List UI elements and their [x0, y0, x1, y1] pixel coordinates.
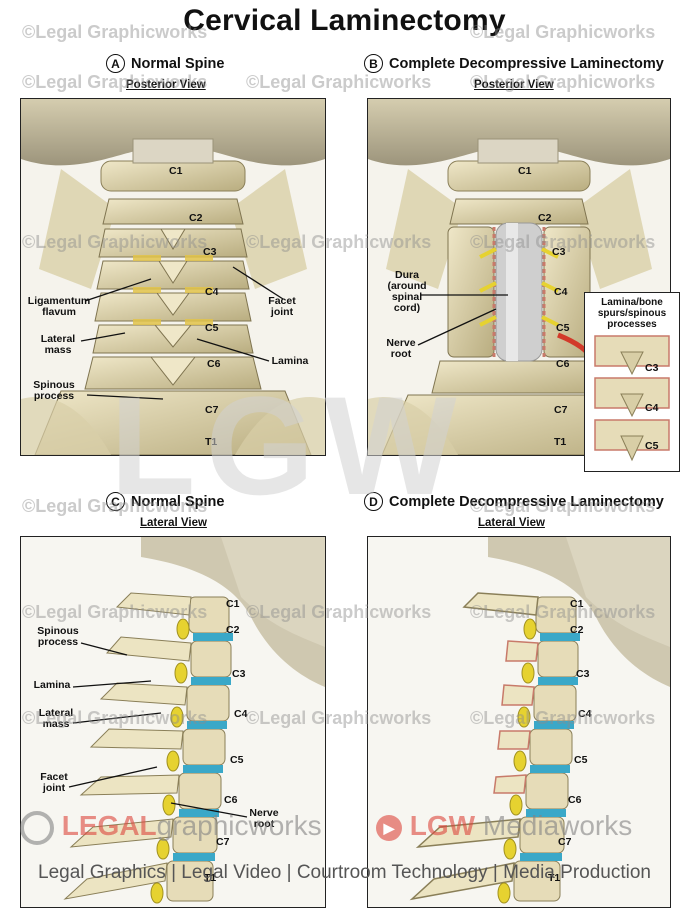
watermark-9: ©Legal Graphicworks [22, 496, 208, 516]
vertebra-label-d-c3: C3 [576, 668, 590, 680]
vertebra-label-a-c7: C7 [205, 404, 219, 416]
vertebra-label-c-c4: C4 [234, 708, 248, 720]
panel-c-view: Lateral View [140, 517, 207, 529]
vertebra-label-c-c2: C2 [226, 624, 240, 636]
removed-laminae-illustration [594, 335, 670, 462]
inset-label-c3: C3 [645, 362, 659, 374]
watermark-4: ©Legal Graphicworks [246, 72, 432, 92]
watermark-8: ©Legal Graphicworks [470, 232, 656, 252]
big-watermark: LGW [110, 367, 467, 524]
vertebra-label-b-c3: C3 [552, 246, 566, 258]
logo-mediaworks-text: Mediaworks [482, 810, 633, 841]
vertebra-label-b-c2: C2 [538, 212, 552, 224]
watermark-10: ©Legal Graphicworks [470, 496, 656, 516]
footer-text: Legal Graphics | Legal Video | Courtroom… [38, 862, 651, 883]
panel-d-illustration [367, 536, 671, 908]
label-nerve-root-b: Nerve root [386, 337, 416, 360]
vertebra-label-c-c1: C1 [226, 598, 240, 610]
vertebra-label-c-c3: C3 [232, 668, 246, 680]
watermark-2: ©Legal Graphicworks [470, 22, 656, 42]
vertebra-label-d-c6: C6 [568, 794, 582, 806]
vertebra-label-b-t1: T1 [554, 436, 567, 448]
label-lateral-mass-c: Lateral mass [38, 707, 74, 730]
vertebra-label-b-c1: C1 [518, 165, 532, 177]
watermark-12: ©Legal Graphicworks [246, 602, 432, 622]
vertebra-label-d-c7: C7 [558, 836, 572, 848]
panel-c-heading: C Normal Spine [106, 492, 224, 511]
watermark-15: ©Legal Graphicworks [246, 708, 432, 728]
vertebra-label-d-c5: C5 [574, 754, 588, 766]
panel-c-title: Normal Spine [131, 493, 225, 510]
vertebra-label-a-c1: C1 [169, 165, 183, 177]
play-icon: ▶ [376, 814, 402, 841]
vertebra-label-c-c6: C6 [224, 794, 238, 806]
panel-c-illustration [20, 536, 326, 908]
panel-a-view: Posterior View [126, 79, 206, 91]
vertebra-label-a-t1: T1 [205, 436, 218, 448]
vertebra-label-b-c4: C4 [554, 286, 568, 298]
vertebra-label-b-c6: C6 [556, 358, 570, 370]
logo-graphicworks-text: graphicworks [156, 810, 322, 841]
watermark-1: ©Legal Graphicworks [22, 22, 208, 42]
panel-b-heading: B Complete Decompressive Laminectomy [364, 54, 664, 73]
label-nerve-root-c: Nerve root [249, 807, 279, 830]
panel-b-letter: B [364, 54, 383, 73]
lateral-spine-illustration [21, 537, 325, 907]
posterior-spine-illustration [21, 99, 325, 455]
vertebra-label-a-c6: C6 [207, 358, 221, 370]
watermark-6: ©Legal Graphicworks [22, 232, 208, 252]
panel-b-title: Complete Decompressive Laminectomy [389, 55, 664, 72]
panel-a-illustration [20, 98, 326, 456]
inset-title: Lamina/bone spurs/spinous processes [597, 297, 667, 330]
vertebra-label-d-c4: C4 [578, 708, 592, 720]
panel-d-view: Lateral View [478, 517, 545, 529]
vertebra-label-c-c5: C5 [230, 754, 244, 766]
vertebra-label-b-c7: C7 [554, 404, 568, 416]
label-facet-joint-c: Facet joint [40, 771, 68, 794]
vertebra-label-d-t1: T1 [548, 872, 561, 884]
removed-bone-inset: Lamina/bone spurs/spinous processes [584, 292, 680, 472]
logo-lgw-text: LGW [409, 810, 476, 841]
watermark-7: ©Legal Graphicworks [246, 232, 432, 252]
panel-a-letter: A [106, 54, 125, 73]
label-lamina-c: Lamina [33, 679, 71, 691]
label-ligamentum-flavum: Ligamentum flavum [27, 295, 91, 318]
label-lateral-mass-a: Lateral mass [40, 333, 76, 356]
vertebra-label-a-c5: C5 [205, 322, 219, 334]
laminectomy-lateral-illustration [368, 537, 670, 907]
inset-label-c5: C5 [645, 440, 659, 452]
panel-a-heading: A Normal Spine [106, 54, 224, 73]
vertebra-label-b-c5: C5 [556, 322, 570, 334]
vertebra-label-a-c3: C3 [203, 246, 217, 258]
watermark-5: ©Legal Graphicworks [470, 72, 656, 92]
legal-graphicworks-logo: LEGALgraphicworks [20, 810, 322, 845]
panel-d-heading: D Complete Decompressive Laminectomy [364, 492, 664, 511]
panel-b-view: Posterior View [474, 79, 554, 91]
page-title: Cervical Laminectomy [183, 4, 506, 37]
lgw-mediaworks-logo: ▶ LGW Mediaworks [376, 810, 632, 842]
logo-legal-text: LEGAL [61, 810, 157, 841]
label-lamina-a: Lamina [271, 355, 309, 367]
vertebra-label-c-t1: T1 [204, 872, 217, 884]
watermark-14: ©Legal Graphicworks [22, 708, 208, 728]
watermark-11: ©Legal Graphicworks [22, 602, 208, 622]
panel-c-letter: C [106, 492, 125, 511]
panel-d-title: Complete Decompressive Laminectomy [389, 493, 664, 510]
inset-label-c4: C4 [645, 402, 659, 414]
label-dura: Dura (around spinal cord) [387, 269, 427, 314]
vertebra-label-a-c2: C2 [189, 212, 203, 224]
watermark-16: ©Legal Graphicworks [470, 708, 656, 728]
vertebra-label-c-c7: C7 [216, 836, 230, 848]
watermark-13: ©Legal Graphicworks [470, 602, 656, 622]
panel-a-title: Normal Spine [131, 55, 225, 72]
watermark-3: ©Legal Graphicworks [22, 72, 208, 92]
panel-d-letter: D [364, 492, 383, 511]
label-spinous-process-a: Spinous process [33, 379, 75, 402]
magnifier-icon [20, 810, 54, 845]
label-spinous-process-c: Spinous process [37, 625, 79, 648]
vertebra-label-d-c1: C1 [570, 598, 584, 610]
vertebra-label-a-c4: C4 [205, 286, 219, 298]
vertebra-label-d-c2: C2 [570, 624, 584, 636]
label-facet-joint-a: Facet joint [268, 295, 296, 318]
